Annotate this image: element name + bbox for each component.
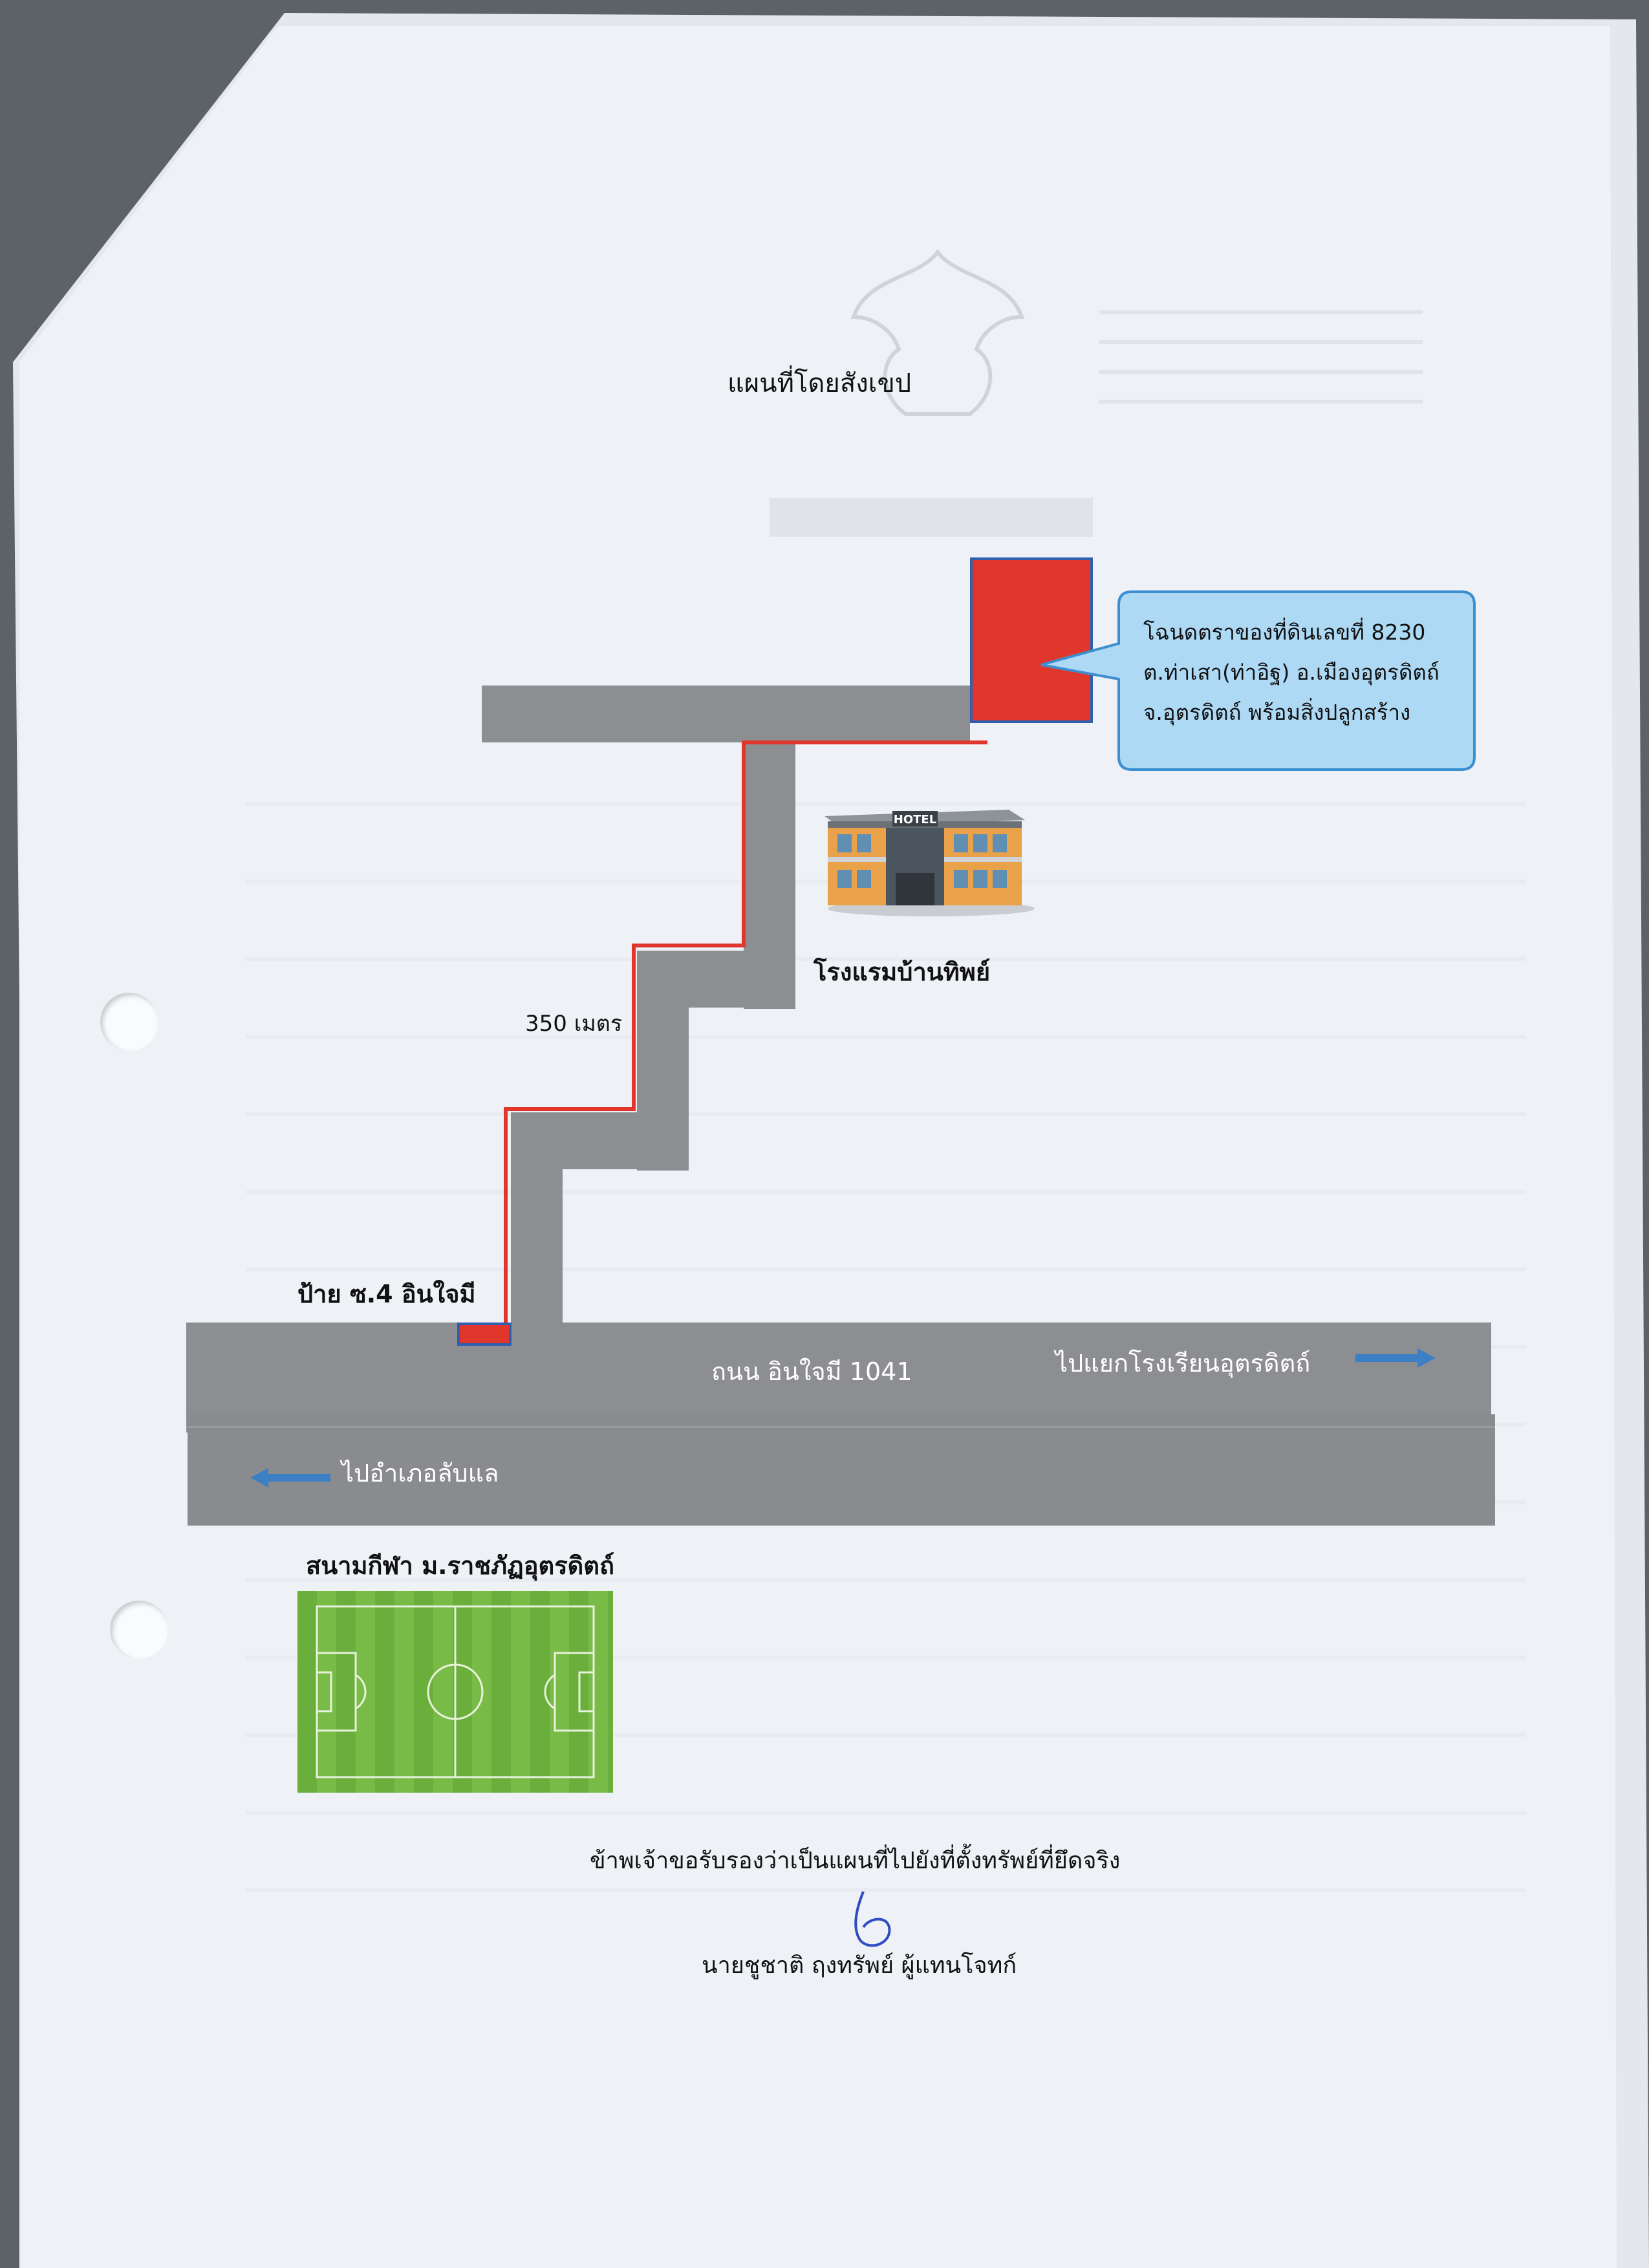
signature-mark-icon [854,1891,891,1947]
arrow-right-icon [1355,1348,1436,1368]
hotel-building-icon: HOTEL [824,810,1035,916]
signatory-text: นายชูชาติ ฤงทรัพย์ ผู้แทนโจทก์ [702,1952,1017,1979]
soi-sign-marker [457,1323,512,1346]
punch-hole-bottom [110,1601,168,1659]
map-title: แผนที่โดยสังเขป [727,369,912,398]
garuda-emblem-ghost-icon [850,249,1025,416]
soi-road-lower-vertical [511,1112,563,1358]
punch-hole-top [100,993,158,1051]
callout-province-line: จ.อุตรดิตถ์ พร้อมสิ่งปลูกสร้าง [1143,700,1411,725]
direction-left-label: ไปอำเภอลับแล [341,1459,499,1487]
football-field-icon [297,1591,613,1793]
callout-bubble [1040,590,1476,771]
arrow-left-icon [250,1468,330,1487]
soi-sign-label: ป้าย ซ.4 อินใจมี [297,1280,476,1308]
main-road-lower-lane [188,1414,1495,1526]
road-divider [186,1426,1495,1428]
direction-right-label: ไปแยกโรงเรียนอุตรดิตถ์ [1055,1349,1311,1377]
certification-text: ข้าพเจ้าขอรับรองว่าเป็นแผนที่ไปยังที่ตั้… [590,1848,1121,1874]
main-road-upper-lane [186,1323,1491,1432]
top-road [482,686,970,742]
main-road-label: ถนน อินใจมี 1041 [711,1357,912,1386]
hotel-sign-text: HOTEL [894,813,936,826]
stadium-label: สนามกีฬา ม.ราชภัฏอุตรดิตถ์ [306,1551,614,1580]
hotel-label: โรงแรมบ้านทิพย์ [814,958,991,986]
property-plot-marker [970,557,1093,723]
route-distance-label: 350 เมตร [525,1011,623,1037]
callout-deed-line: โฉนดตราของที่ดินเลขที่ 8230 [1143,620,1426,645]
callout-location-line: ต.ท่าเสา(ท่าอิฐ) อ.เมืองอุตรดิตถ์ [1143,660,1439,685]
